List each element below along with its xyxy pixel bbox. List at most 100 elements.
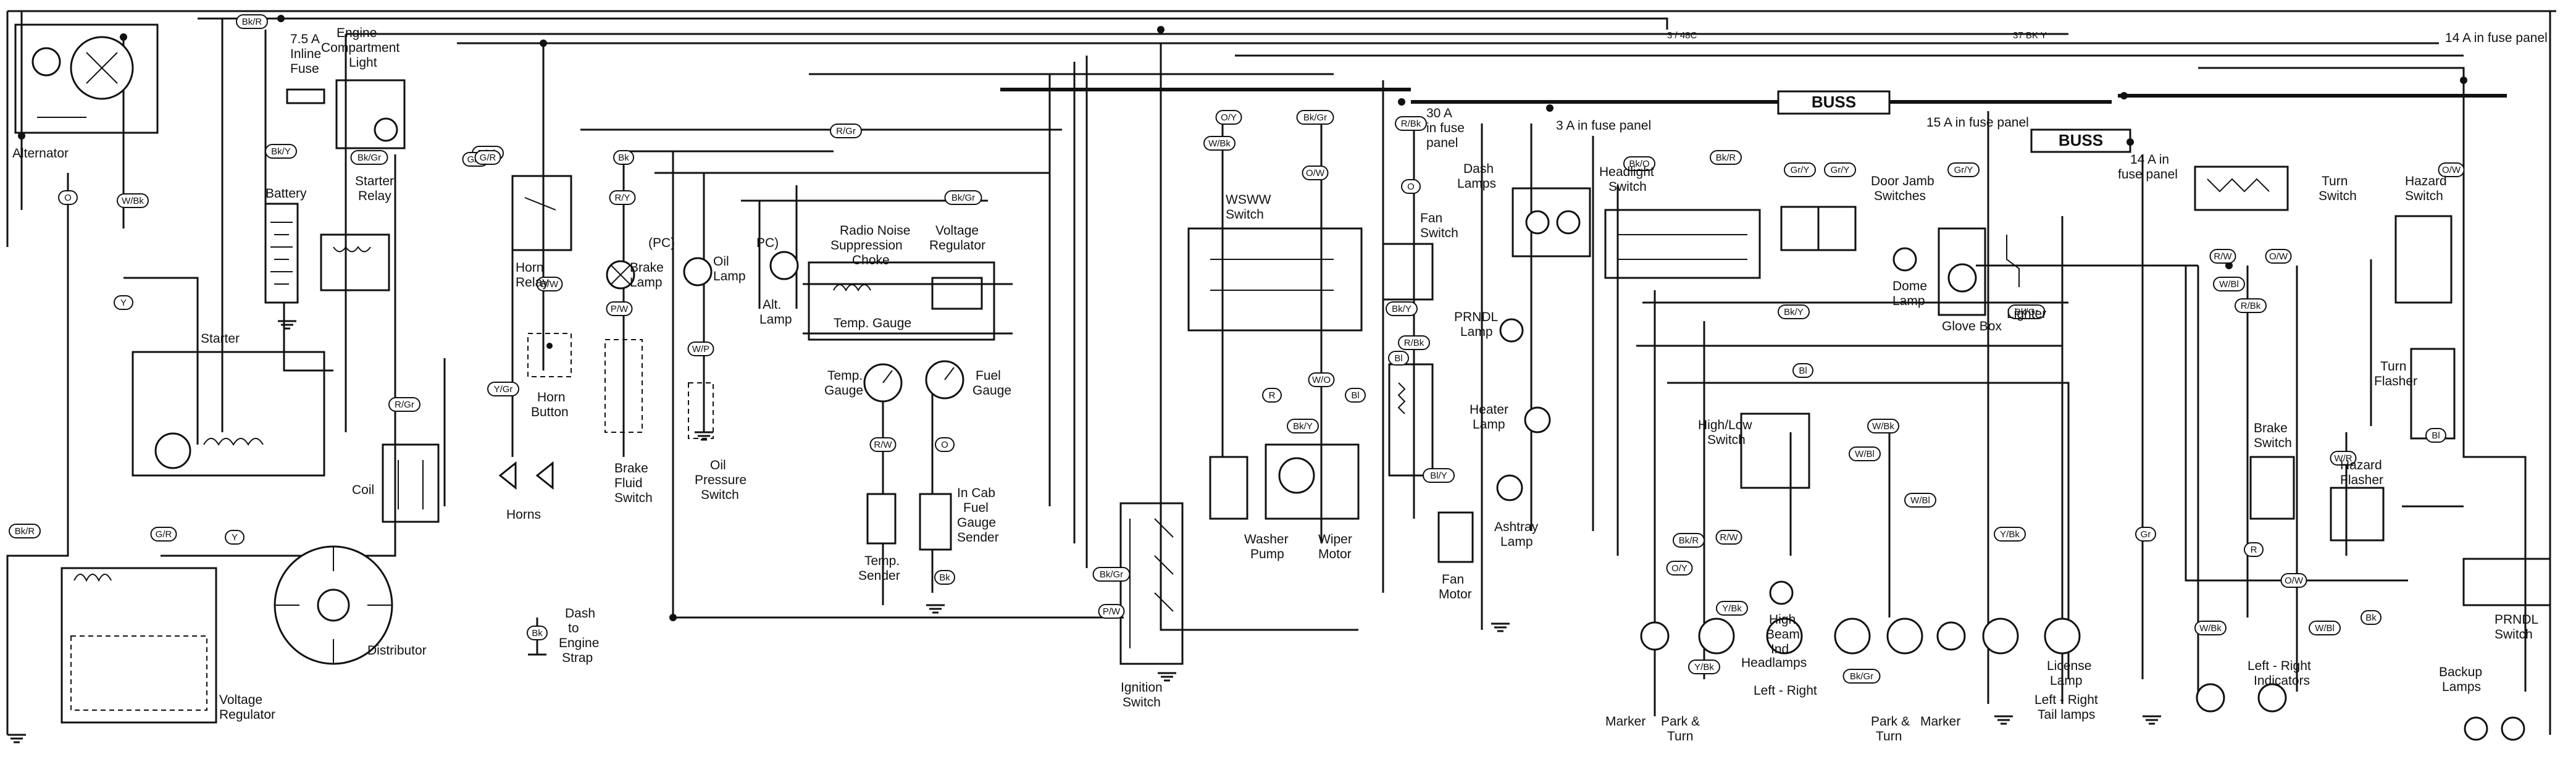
wire-color-tag: Gr/Y bbox=[1824, 162, 1856, 177]
wire-color-tag-text: R/Gr bbox=[836, 126, 856, 136]
alt-lamp-symbol bbox=[769, 251, 799, 280]
wire-color-tag: Gr/Y bbox=[1784, 162, 1816, 177]
wire-color-tag: R/W bbox=[1715, 530, 1742, 545]
label-distributor: Distributor bbox=[367, 643, 427, 658]
label-left-right-head: Left - Right bbox=[1754, 684, 1817, 698]
wire-color-tag-text: R/W bbox=[1720, 532, 1738, 543]
wire-color-tag: Bl bbox=[2425, 428, 2446, 443]
inline-fuse-symbol bbox=[286, 88, 325, 104]
wire-color-tag-text: Bk/R bbox=[1679, 535, 1699, 546]
backup-lamp-symbols bbox=[2464, 716, 2525, 741]
buss-label: BUSS bbox=[2059, 131, 2103, 149]
wire-tag-layer: Bk/RW/BkOYBk/RG/RYBk/YR/BkBk/GrG/RG/RBkR… bbox=[9, 14, 2465, 684]
wire-color-tag-text: R/Y bbox=[614, 193, 630, 203]
wire-color-tag-text: Gr/Y bbox=[1831, 165, 1850, 175]
fan-switch-symbol bbox=[1382, 243, 1434, 301]
indicator-lamp-symbols bbox=[2196, 683, 2287, 713]
wire-color-tag-text: Bl bbox=[1394, 353, 1402, 364]
label-lighter: Lighter bbox=[2007, 307, 2046, 321]
wire-color-tag: Bk/Y bbox=[265, 144, 297, 159]
wire-color-tag: Bk/O bbox=[1623, 156, 1655, 171]
wire-color-tag: Bk/Gr bbox=[1296, 110, 1334, 125]
wire-color-tag-text: O bbox=[64, 193, 72, 203]
turn-switch-symbol bbox=[2194, 165, 2289, 211]
label-horns: Horns bbox=[506, 508, 541, 522]
wire-color-tag-text: W/Bk bbox=[2199, 623, 2222, 634]
pc-label-alt: PC) bbox=[756, 236, 779, 250]
label-alternator: Alternator bbox=[12, 146, 69, 161]
wire-color-tag-text: Bl bbox=[1799, 366, 1807, 376]
wire-color-tag: O/W bbox=[2438, 162, 2465, 177]
wire-color-tag-text: W/Bl bbox=[2315, 623, 2335, 634]
wire-color-tag: Bk/Gr bbox=[1842, 669, 1881, 684]
wire-color-tag: O/W bbox=[2280, 573, 2307, 588]
distributor-symbol bbox=[274, 545, 393, 665]
wire-color-tag: O/Y bbox=[1666, 561, 1693, 576]
printed-circuit-symbol bbox=[808, 261, 995, 341]
wire-color-tag: B/W bbox=[536, 277, 563, 291]
dome-lamp-symbol bbox=[1892, 247, 1917, 272]
wire-color-tag-text: Gr/Y bbox=[1954, 165, 1973, 175]
wire-color-tag-text: Bk/Y bbox=[1392, 304, 1411, 314]
wire-color-tag: W/P bbox=[687, 341, 714, 356]
wire-color-tag-text: Gr bbox=[2141, 529, 2151, 540]
wire-color-tag-text: W/Bl bbox=[1855, 449, 1875, 459]
wire-color-tag: R/Bk bbox=[1395, 116, 1427, 131]
wire-color-tag: W/Bl bbox=[2213, 277, 2245, 291]
wire-color-tag-text: Bk bbox=[939, 572, 950, 583]
wire-color-tag-text: Bk bbox=[2365, 613, 2377, 623]
wire-color-tag-text: Bl/Y bbox=[1430, 471, 1447, 481]
wire-color-tag-text: Y/Gr bbox=[494, 384, 513, 395]
horns-symbol bbox=[498, 461, 554, 490]
wire-color-tag-text: Bk/Gr bbox=[1303, 112, 1327, 123]
wire-color-tag-text: G/R bbox=[480, 153, 496, 163]
brake-lamp-symbol bbox=[606, 260, 635, 290]
wire-color-tag-text: O/W bbox=[1306, 168, 1325, 178]
wire-color-tag-text: O bbox=[1407, 182, 1415, 192]
label-fuse-14a-top: 14 A in fuse panel bbox=[2445, 31, 2548, 45]
wire-color-tag-text: Bk/R bbox=[1716, 153, 1736, 163]
heater-lamp-symbol bbox=[1524, 406, 1551, 433]
ground-symbols bbox=[7, 320, 2161, 743]
wire-color-tag: O bbox=[1401, 179, 1421, 194]
label-marker-right: Marker bbox=[1920, 714, 1960, 729]
wire-color-tag: Bk bbox=[2361, 610, 2382, 625]
wire-color-tag-text: Bk/Gr bbox=[951, 193, 975, 203]
pc-label-brake: (PC) bbox=[648, 236, 675, 250]
wire-color-tag: Bk/R bbox=[236, 14, 268, 29]
wire-color-tag: P/W bbox=[1098, 604, 1125, 619]
horn-relay-symbol bbox=[511, 175, 572, 251]
wire-color-tag-text: Y/Bk bbox=[1694, 662, 1714, 672]
voltage-regulator-main-symbol bbox=[61, 567, 217, 724]
wire-color-tag: W/O bbox=[1308, 372, 1335, 387]
label-glove-box: Glove Box bbox=[1942, 319, 2002, 333]
wire-color-tag: W/R bbox=[2330, 451, 2357, 466]
oil-pressure-switch-symbol bbox=[688, 382, 714, 439]
hazard-flasher-symbol bbox=[2330, 487, 2385, 542]
wire-color-tag-text: Bk/Gr bbox=[358, 153, 381, 163]
label-park-turn-left: Park &Turn bbox=[1661, 714, 1700, 743]
wire-color-tag: Y/Bk bbox=[1994, 527, 2026, 542]
label-starter: Starter bbox=[201, 332, 240, 346]
wire-color-tag-text: R/Bk bbox=[1401, 119, 1421, 129]
battery-symbol bbox=[264, 203, 299, 304]
